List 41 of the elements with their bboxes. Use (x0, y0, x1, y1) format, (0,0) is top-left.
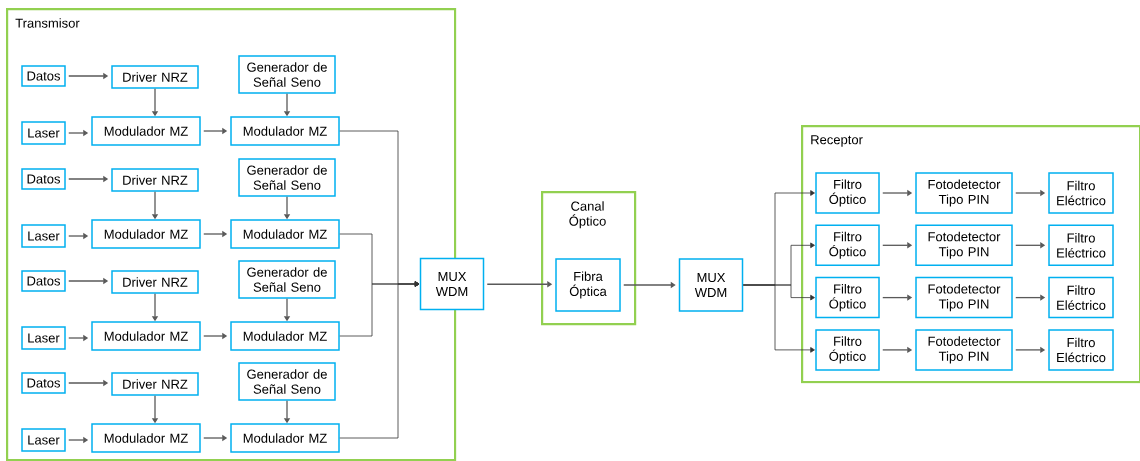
process-box: Driver NRZ (111, 168, 199, 192)
process-box: Modulador MZ (91, 116, 201, 146)
process-box: Fibra Óptica (555, 258, 621, 312)
arrow (339, 281, 420, 439)
process-box: Generador de Señal Seno (238, 158, 336, 197)
process-box: Filtro Óptico (815, 172, 880, 214)
process-box: Fotodetector Tipo PIN (915, 276, 1013, 319)
process-box: Laser (21, 428, 66, 452)
process-box: Modulador MZ (230, 321, 340, 351)
process-box: Driver NRZ (111, 65, 199, 89)
arrow (742, 284, 815, 353)
process-box: Filtro Eléctrico (1048, 276, 1114, 319)
process-box: Filtro Óptico (815, 276, 880, 319)
process-box: Filtro Óptico (815, 224, 880, 267)
process-box: Datos (21, 372, 66, 394)
process-box: Modulador MZ (91, 321, 201, 351)
process-box: Driver NRZ (111, 270, 199, 294)
process-box: Laser (21, 224, 66, 248)
process-box: Filtro Eléctrico (1048, 224, 1114, 267)
process-box: Laser (21, 326, 66, 350)
process-box: MUX WDM (419, 257, 485, 311)
process-box: Modulador MZ (91, 219, 201, 249)
process-box: Modulador MZ (91, 423, 201, 453)
process-box: Datos (21, 65, 66, 87)
process-box: Generador de Señal Seno (238, 362, 336, 401)
process-box: Driver NRZ (111, 372, 199, 396)
process-box: Fotodetector Tipo PIN (915, 172, 1013, 214)
process-box: MUX WDM (678, 258, 744, 312)
process-box: Datos (21, 270, 66, 292)
process-box: Fotodetector Tipo PIN (915, 329, 1013, 371)
process-box: Datos (21, 168, 66, 190)
process-box: Modulador MZ (230, 116, 340, 146)
process-box: Generador de Señal Seno (238, 55, 336, 94)
process-box: Generador de Señal Seno (238, 260, 336, 299)
process-box: Filtro Óptico (815, 329, 880, 371)
process-box: Filtro Eléctrico (1048, 329, 1114, 371)
process-box: Laser (21, 121, 66, 145)
process-box: Modulador MZ (230, 219, 340, 249)
process-box: Modulador MZ (230, 423, 340, 453)
process-box: Filtro Eléctrico (1048, 172, 1114, 214)
process-box: Fotodetector Tipo PIN (915, 224, 1013, 267)
